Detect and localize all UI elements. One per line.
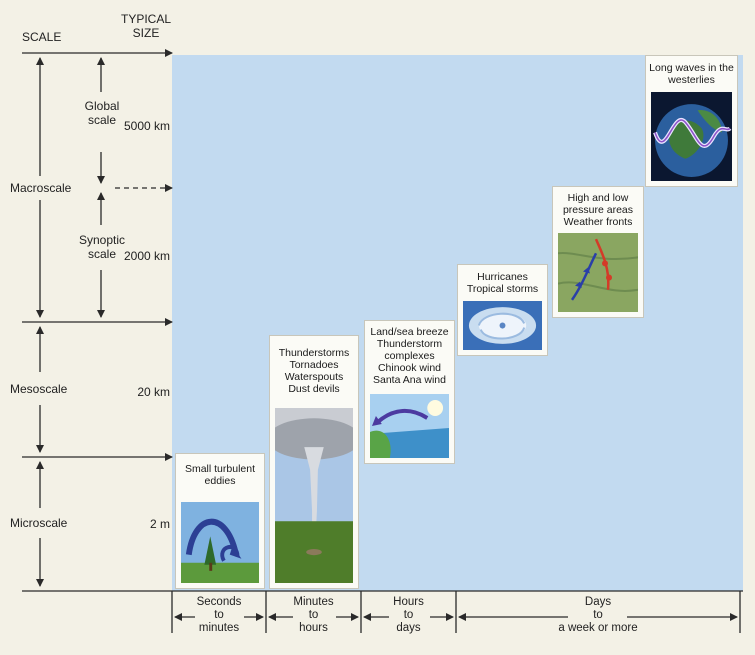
timescale-hours: Hours to days bbox=[393, 596, 424, 634]
eddies-caption: Small turbulent eddies bbox=[184, 463, 256, 487]
timescale-minutes: Minutes to hours bbox=[293, 596, 334, 634]
panel-pressure-areas: High and low pressure areas Weather fron… bbox=[552, 186, 644, 318]
panel-eddies: Small turbulent eddies bbox=[175, 453, 265, 589]
timescale-days: Days to a week or more bbox=[558, 596, 638, 634]
tornado-image bbox=[275, 408, 353, 583]
thunderstorms-caption: Thunderstorms Tornadoes Waterspouts Dust… bbox=[278, 347, 350, 395]
hurricanes-caption: Hurricanes Tropical storms bbox=[466, 271, 539, 295]
size-5000km: 5000 km bbox=[123, 119, 170, 133]
weather-front-image bbox=[558, 233, 638, 312]
panel-long-waves: Long waves in the westerlies bbox=[645, 55, 738, 187]
hurricane-image bbox=[463, 301, 542, 350]
macroscale-label: Macroscale bbox=[10, 181, 72, 195]
size-2m: 2 m bbox=[149, 517, 170, 531]
typical-size-header: TYPICAL SIZE bbox=[120, 12, 171, 40]
pressure-caption: High and low pressure areas Weather fron… bbox=[562, 192, 634, 228]
globe-image bbox=[651, 92, 732, 181]
mesoscale-label: Mesoscale bbox=[10, 382, 68, 396]
synoptic-scale-label: Synoptic scale bbox=[78, 233, 126, 261]
scale-header: SCALE bbox=[22, 30, 62, 44]
sea-breeze-image bbox=[370, 394, 449, 458]
global-scale-label: Global scale bbox=[78, 99, 126, 127]
panel-thunderstorms: Thunderstorms Tornadoes Waterspouts Dust… bbox=[269, 335, 359, 589]
land-sea-caption: Land/sea breeze Thunderstorm complexes C… bbox=[370, 326, 449, 386]
panel-hurricanes: Hurricanes Tropical storms bbox=[457, 264, 548, 356]
panel-land-sea-breeze: Land/sea breeze Thunderstorm complexes C… bbox=[364, 320, 455, 464]
size-20km: 20 km bbox=[137, 385, 170, 399]
timescale-seconds: Seconds to minutes bbox=[196, 596, 242, 634]
long-waves-caption: Long waves in the westerlies bbox=[649, 62, 734, 86]
eddies-image bbox=[181, 502, 259, 583]
microscale-label: Microscale bbox=[10, 516, 68, 530]
size-2000km: 2000 km bbox=[123, 249, 170, 263]
